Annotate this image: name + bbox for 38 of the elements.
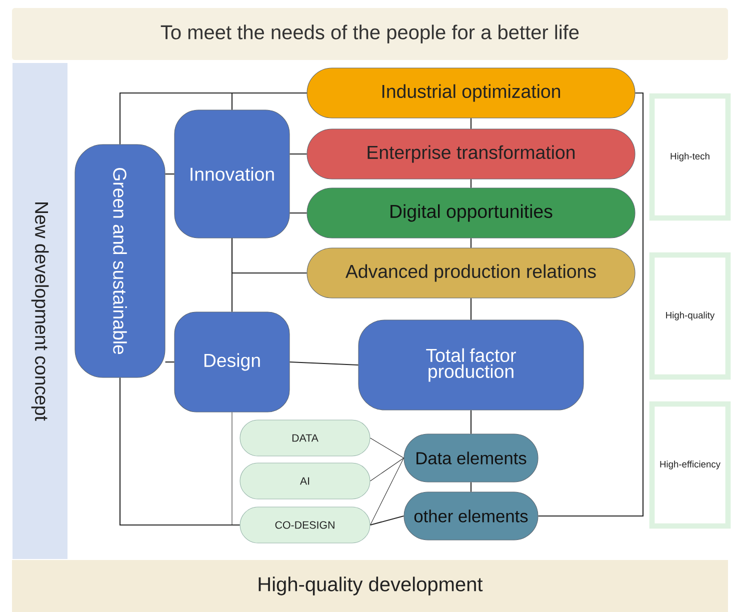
rounded-box: Green and sustainable [74,144,166,378]
pill-box: DATA [240,420,370,456]
pill-box: Advanced production relations [306,248,636,298]
bracket-frame: High-efficiency [649,401,731,529]
pill-box: CO-DESIGN [240,506,370,544]
connector-line [290,361,358,366]
banner: To meet the needs of the people for a better life [12,8,728,60]
bracket-frame: High-tech [649,93,731,221]
connector-line [165,173,174,175]
pill-box: Digital opportunities [306,188,636,238]
connector-line [119,378,240,526]
side-band: New development concept [12,63,68,559]
bracket-frame: High-quality [649,252,731,380]
pill-box: other elements [404,492,538,540]
connector-line [290,212,307,214]
pill-box: AI [240,462,370,500]
rounded-box: Total factor production [358,320,584,410]
connector-line [165,361,174,363]
connector-line [231,238,233,312]
connector-line [290,153,307,155]
connector-line [370,516,404,526]
pill-box: Industrial optimization [306,68,636,118]
rounded-box: Innovation [174,110,290,238]
connector-line [370,458,404,526]
connector-line [231,92,307,110]
pill-box: Data elements [404,434,538,482]
connector-line [538,92,644,517]
rounded-box: Design [174,312,290,412]
banner: High-quality development [12,560,728,612]
pill-box: Enterprise transformation [306,128,636,180]
connector-line [370,458,404,482]
connector-line [470,298,472,320]
connector-line [470,118,472,129]
connector-line [470,410,472,434]
connector-line [370,438,404,458]
connector-line [470,482,472,492]
connector-line [470,179,472,188]
connector-line [470,238,472,248]
